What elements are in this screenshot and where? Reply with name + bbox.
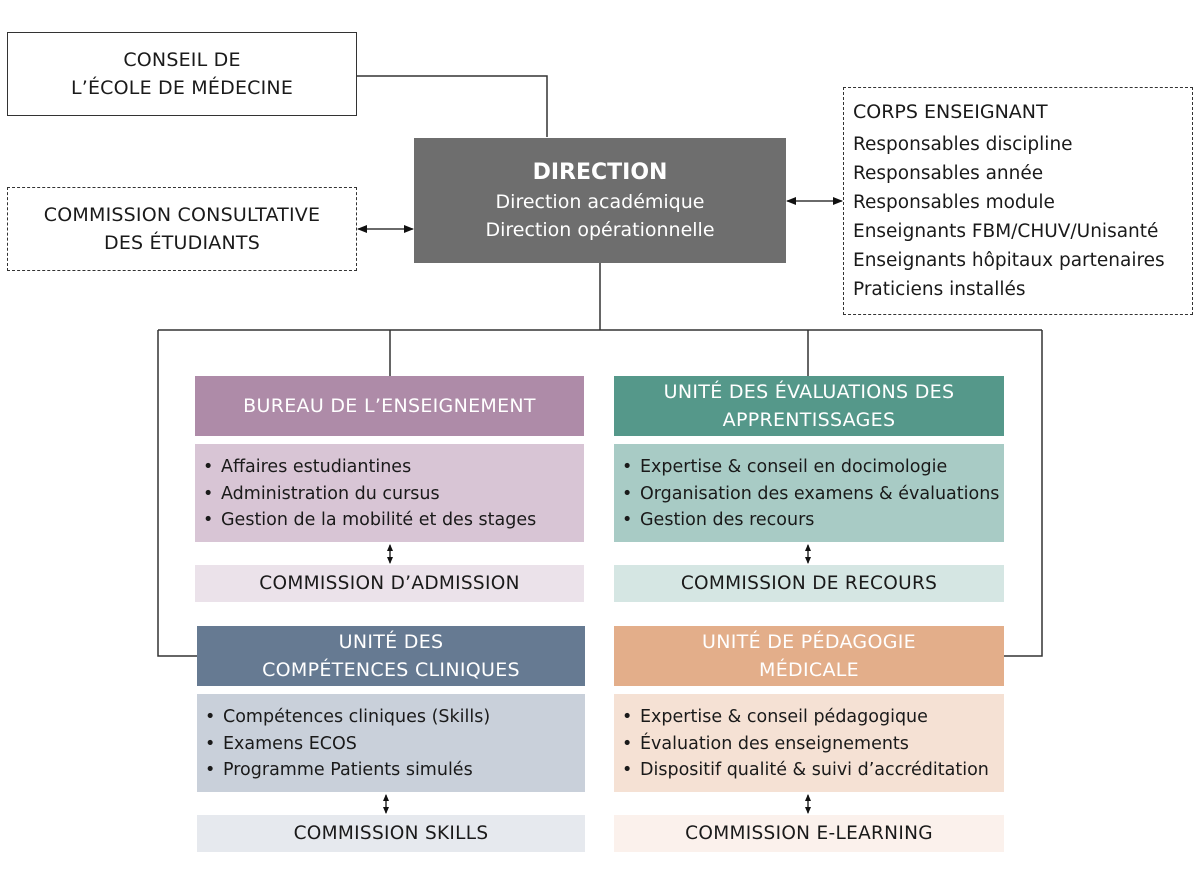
commission-recours-box: COMMISSION DE RECOURS <box>614 565 1004 602</box>
commission-admission-label: COMMISSION D’ADMISSION <box>259 573 520 594</box>
bullet-icon: • <box>203 510 214 530</box>
task-item: • Compétences cliniques (Skills) <box>205 704 585 731</box>
conseil-line-2: L’ÉCOLE DE MÉDECINE <box>70 77 294 99</box>
evaluations-apprentissages-tasks: • Expertise & conseil en docimologie • Org… <box>614 444 1004 542</box>
bullet-icon: • <box>622 707 633 727</box>
commission-consultative-box: COMMISSION CONSULTATIVE DES ÉTUDIANTS <box>7 187 357 271</box>
bullet-icon: • <box>205 760 216 780</box>
commission-consultative-line-1: COMMISSION CONSULTATIVE <box>43 204 321 226</box>
pedagogie-medicale-tasks: • Expertise & conseil pédagogique • Évalua… <box>614 694 1004 792</box>
corps-enseignant-item: Enseignants FBM/CHUV/Unisanté <box>853 221 1159 242</box>
task-item: • Gestion de la mobilité et des stages <box>203 507 584 534</box>
task-text: Administration du cursus <box>221 483 440 504</box>
commission-consultative-line-2: DES ÉTUDIANTS <box>104 232 260 254</box>
commission-elearning-box: COMMISSION E-LEARNING <box>614 815 1004 852</box>
conseil-to-direction-line <box>357 75 548 137</box>
corps-enseignant-title: CORPS ENSEIGNANT <box>853 101 1048 123</box>
bullet-icon: • <box>205 733 216 754</box>
task-item: • Examens ECOS <box>205 731 585 758</box>
commission-recours-label: COMMISSION DE RECOURS <box>680 573 938 594</box>
task-item: • Dispositif qualité & suivi d’accréditat… <box>622 757 1004 784</box>
task-item: • Évaluation des enseignements <box>622 731 1004 758</box>
bureau-enseignement-tasks: • Affaires estudiantines • Administration … <box>195 444 584 542</box>
task-item: • Administration du cursus <box>203 481 584 508</box>
competences-cliniques-tasks: • Compétences cliniques (Skills) • Examens… <box>197 694 585 792</box>
bullet-icon: • <box>622 510 633 530</box>
hub-left-line <box>157 330 197 657</box>
task-item: • Expertise & conseil en docimologie <box>622 454 1004 481</box>
task-text: Gestion des recours <box>640 510 815 530</box>
direction-operationnelle: Direction opérationnelle <box>485 218 715 241</box>
bureau-enseignement-header: BUREAU DE L’ENSEIGNEMENT <box>195 376 584 436</box>
direction-box: DIRECTION Direction académique Direction… <box>414 138 786 263</box>
task-text: Gestion de la mobilité et des stages <box>221 510 537 530</box>
bullet-icon: • <box>622 733 633 754</box>
corps-enseignant-item: Praticiens installés <box>853 279 1026 300</box>
corps-enseignant-box: CORPS ENSEIGNANT Responsables discipline… <box>843 87 1193 315</box>
direction-title: DIRECTION <box>532 159 668 185</box>
corps-enseignant-item: Responsables module <box>853 192 1055 213</box>
task-text: Affaires estudiantines <box>221 457 412 477</box>
commission-skills-label: COMMISSION SKILLS <box>293 823 489 844</box>
task-text: Évaluation des enseignements <box>640 733 909 754</box>
task-text: Programme Patients simulés <box>223 760 473 780</box>
task-item: • Gestion des recours <box>622 507 1004 534</box>
task-text: Expertise & conseil en docimologie <box>640 457 948 477</box>
task-text: Examens ECOS <box>223 733 357 754</box>
bullet-icon: • <box>203 457 214 477</box>
task-text: Organisation des examens & évaluations <box>640 483 1000 504</box>
hub-right-line <box>1004 330 1043 657</box>
bullet-icon: • <box>622 760 633 780</box>
commission-elearning-label: COMMISSION E-LEARNING <box>685 823 933 844</box>
task-text: Expertise & conseil pédagogique <box>640 707 928 727</box>
pedagogie-title-line-1: UNITÉ DE PÉDAGOGIE <box>702 631 916 653</box>
corps-enseignant-item: Responsables année <box>853 163 1044 184</box>
bullet-icon: • <box>205 707 216 727</box>
conseil-line-1: CONSEIL DE <box>123 49 241 71</box>
bullet-icon: • <box>622 483 633 504</box>
evaluations-title-line-2: APPRENTISSAGES <box>722 409 896 431</box>
task-item: • Organisation des examens & évaluations <box>622 481 1004 508</box>
task-item: • Affaires estudiantines <box>203 454 584 481</box>
evaluations-title-line-1: UNITÉ DES ÉVALUATIONS DES <box>663 381 955 403</box>
competences-title-line-2: COMPÉTENCES CLINIQUES <box>262 659 520 681</box>
competences-title-line-1: UNITÉ DES <box>338 631 444 653</box>
conseil-ecole-medecine-box: CONSEIL DE L’ÉCOLE DE MÉDECINE <box>7 32 357 116</box>
bullet-icon: • <box>203 483 214 504</box>
commission-skills-box: COMMISSION SKILLS <box>197 815 585 852</box>
direction-academique: Direction académique <box>495 190 705 213</box>
bullet-icon: • <box>622 457 633 477</box>
task-item: • Expertise & conseil pédagogique <box>622 704 1004 731</box>
pedagogie-medicale-header: UNITÉ DE PÉDAGOGIE MÉDICALE <box>614 626 1004 686</box>
bureau-enseignement-title: BUREAU DE L’ENSEIGNEMENT <box>243 395 536 417</box>
task-text: Compétences cliniques (Skills) <box>223 707 491 727</box>
corps-enseignant-item: Enseignants hôpitaux partenaires <box>853 250 1165 271</box>
commission-admission-box: COMMISSION D’ADMISSION <box>195 565 584 602</box>
competences-cliniques-header: UNITÉ DES COMPÉTENCES CLINIQUES <box>197 626 585 686</box>
corps-enseignant-item: Responsables discipline <box>853 134 1073 155</box>
task-item: • Programme Patients simulés <box>205 757 585 784</box>
task-text: Dispositif qualité & suivi d’accréditati… <box>640 760 989 780</box>
evaluations-apprentissages-header: UNITÉ DES ÉVALUATIONS DES APPRENTISSAGES <box>614 376 1004 436</box>
pedagogie-title-line-2: MÉDICALE <box>759 659 859 681</box>
